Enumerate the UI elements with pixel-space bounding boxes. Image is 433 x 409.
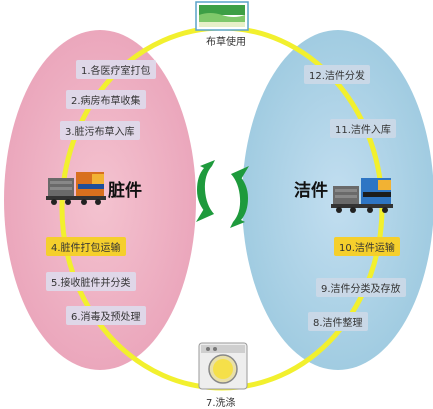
step-1: 1.各医疗室打包 <box>76 60 156 79</box>
clean-train-icon <box>331 178 393 213</box>
dirty-zone-label: 脏件 <box>108 181 142 201</box>
bottom-caption: 7.洗涤 <box>206 398 236 409</box>
step-11: 11.洁件入库 <box>330 119 396 138</box>
washing-machine-icon <box>198 342 248 390</box>
linen-image <box>195 1 249 31</box>
recycle-arrows-icon <box>196 160 249 228</box>
step-9: 9.洁件分类及存放 <box>316 278 406 297</box>
step-5: 5.接收脏件并分类 <box>46 272 136 291</box>
step-4: 4.脏件打包运输 <box>46 237 126 256</box>
step-3: 3.脏污布草入库 <box>60 121 140 140</box>
dirty-train-icon <box>46 172 106 205</box>
step-12: 12.洁件分发 <box>304 65 370 84</box>
clean-zone-label: 洁件 <box>294 181 328 201</box>
step-2: 2.病房布草收集 <box>66 90 146 109</box>
step-10: 10.洁件运输 <box>334 237 400 256</box>
step-6: 6.消毒及预处理 <box>66 306 146 325</box>
top-caption: 布草使用 <box>206 37 246 48</box>
step-8: 8.洁件整理 <box>308 312 368 331</box>
